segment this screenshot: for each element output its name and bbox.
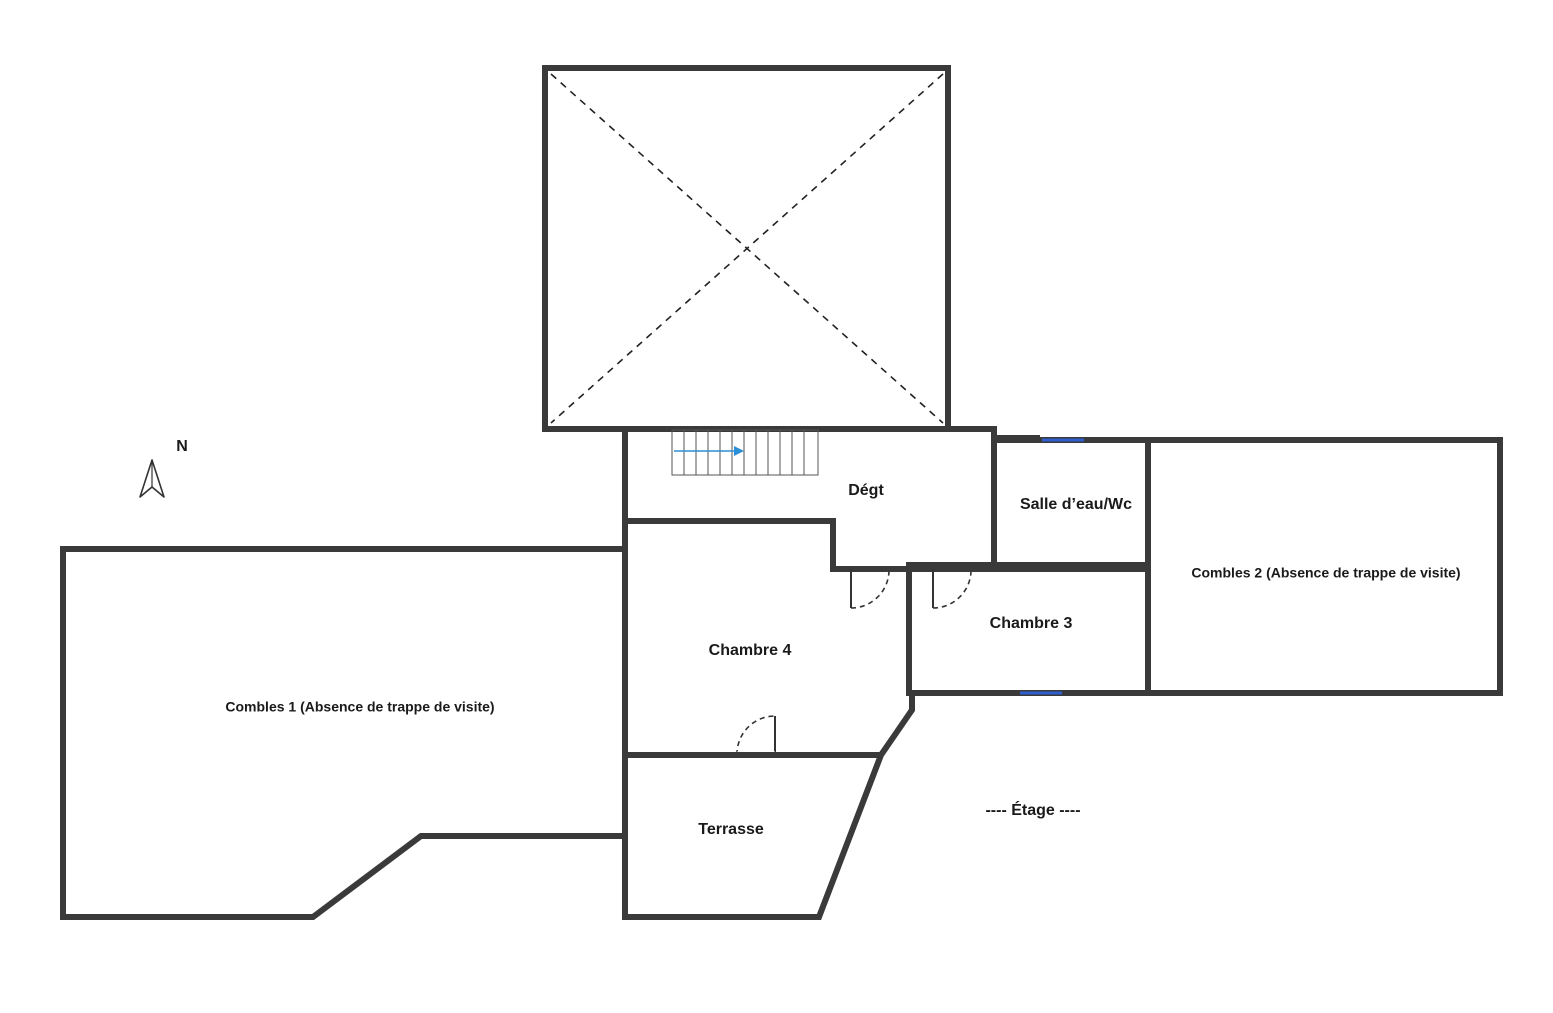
level-label: ---- Étage ----: [985, 800, 1080, 819]
label-chambre-3: Chambre 3: [990, 615, 1073, 632]
label-combles-1: Combles 1 (Absence de trappe de visite): [225, 699, 494, 715]
room-combles-1: [60, 546, 628, 920]
stair-arrow-icon: [734, 446, 744, 456]
label-chambre-4: Chambre 4: [709, 642, 792, 659]
compass-label: N: [176, 438, 188, 455]
room-chambre-4: [622, 518, 915, 759]
label-terrasse: Terrasse: [698, 821, 764, 838]
staircase: [671, 429, 819, 476]
label-salle-eau: Salle d’eau/Wc: [1020, 496, 1132, 513]
compass-icon: [139, 459, 165, 498]
void-area: [542, 65, 951, 432]
room-terrasse: [622, 752, 886, 920]
label-degt: Dégt: [848, 482, 884, 499]
label-combles-2: Combles 2 (Absence de trappe de visite): [1191, 565, 1460, 581]
